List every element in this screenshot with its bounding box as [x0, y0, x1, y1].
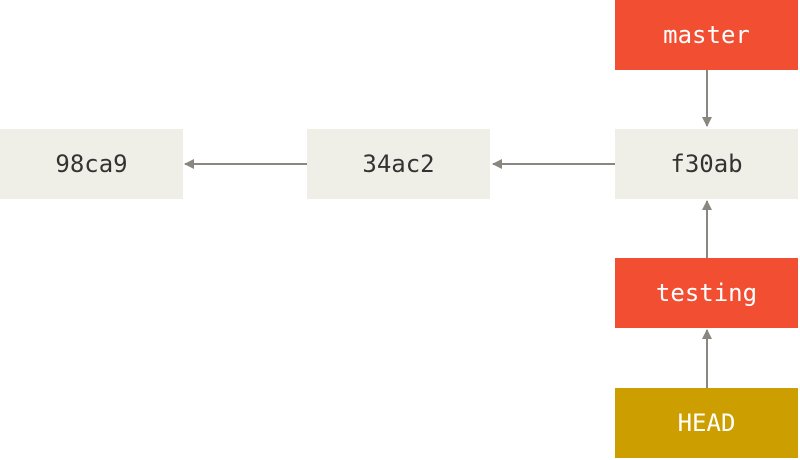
commit-f30ab: f30ab	[615, 129, 798, 199]
commit-34ac2: 34ac2	[307, 129, 490, 199]
commit-id-label: f30ab	[670, 150, 743, 178]
commit-id-label: 98ca9	[55, 150, 128, 178]
branch-label: master	[663, 21, 750, 49]
head-pointer: HEAD	[615, 388, 798, 458]
commit-id-label: 34ac2	[362, 150, 435, 178]
branch-testing: testing	[615, 258, 798, 328]
branch-label: testing	[655, 279, 758, 307]
commit-98ca9: 98ca9	[0, 129, 183, 199]
branch-master: master	[615, 0, 798, 70]
head-label: HEAD	[677, 409, 736, 437]
